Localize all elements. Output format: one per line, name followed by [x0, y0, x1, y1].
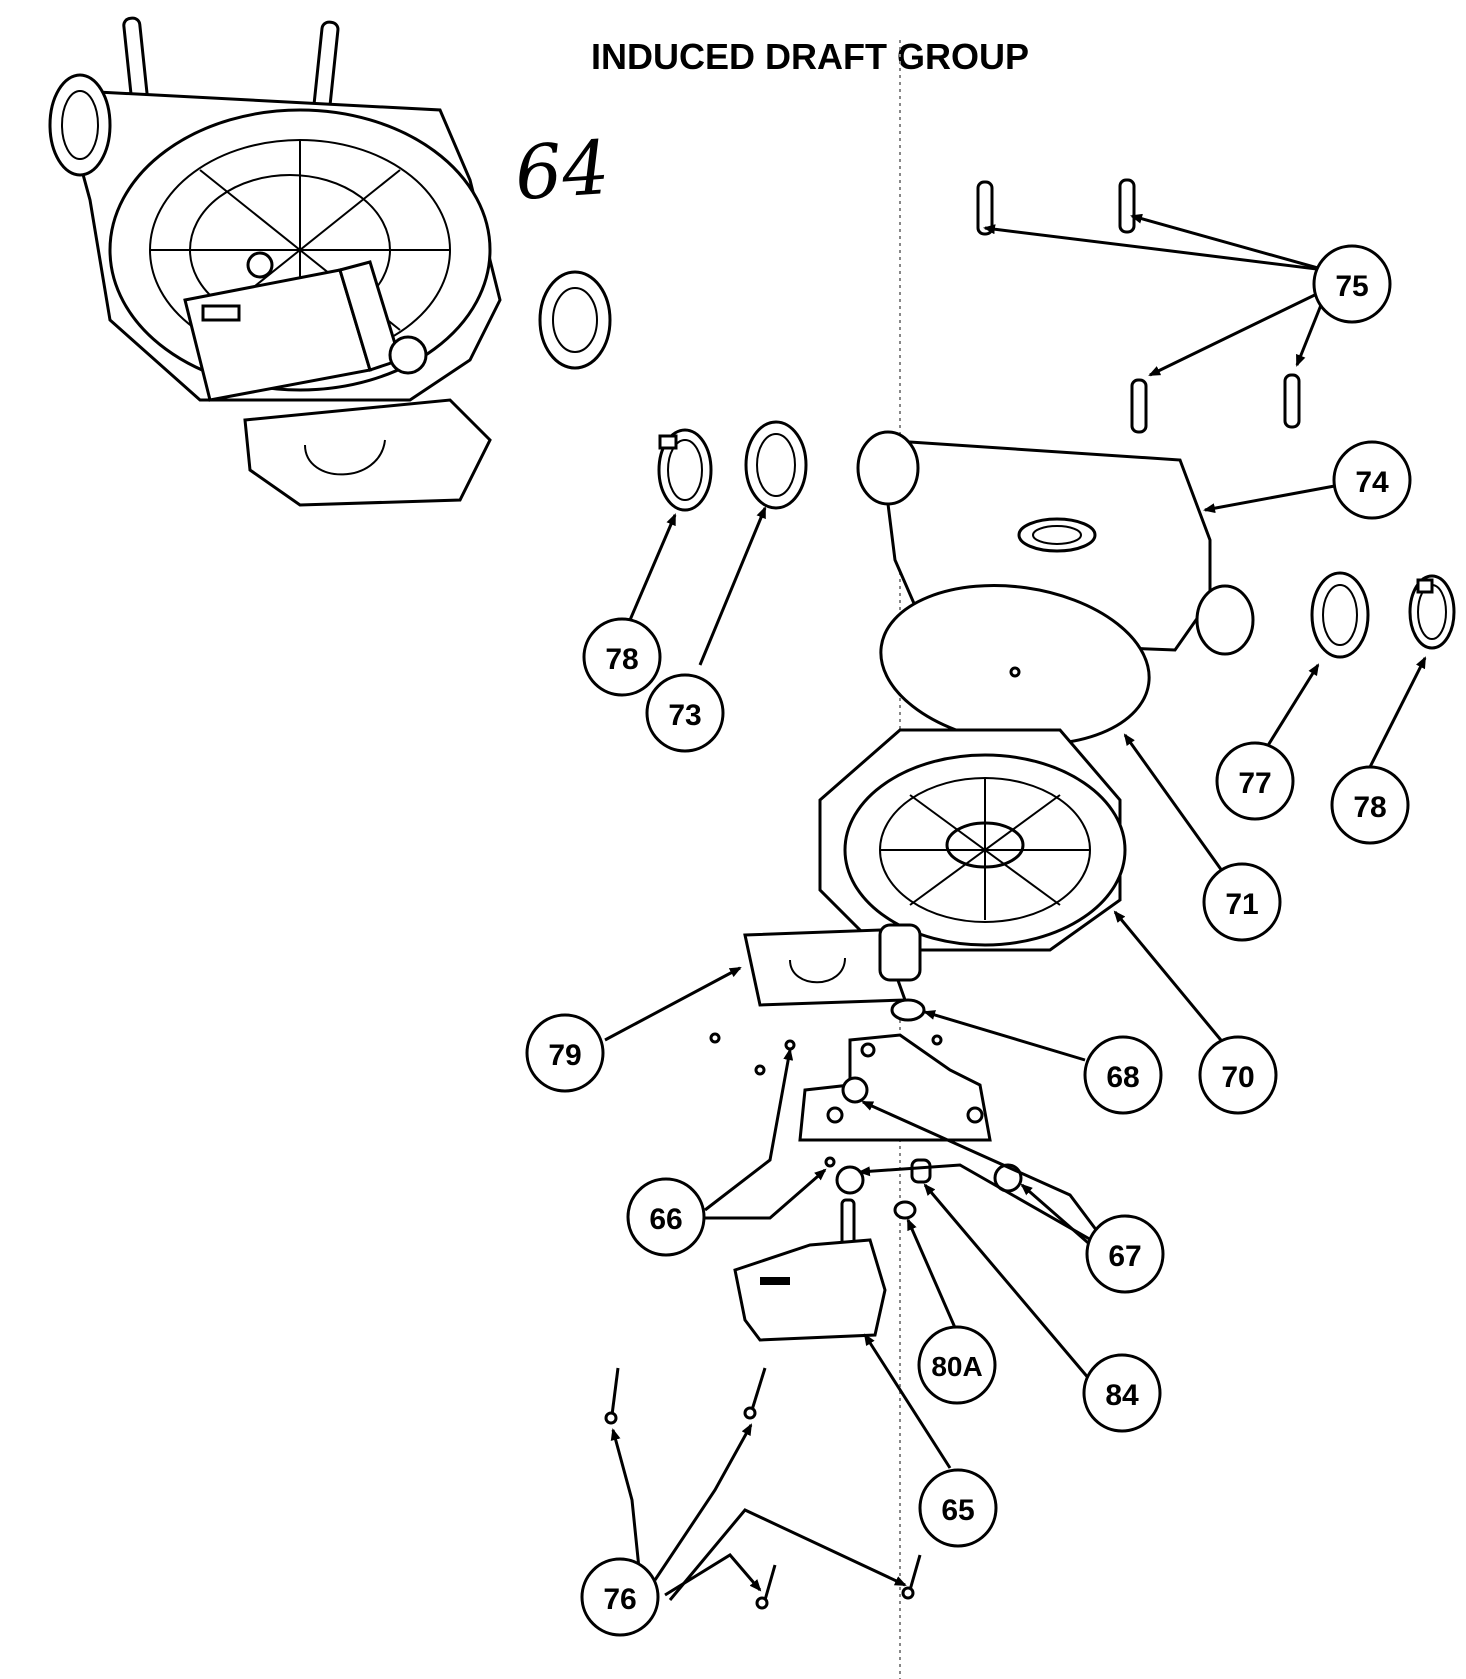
callout-77: 77 — [1215, 741, 1295, 821]
collar-73 — [744, 420, 808, 510]
grommet-67a — [835, 1165, 865, 1195]
clamp-78-right — [1408, 574, 1456, 650]
callout-70-label: 70 — [1221, 1061, 1254, 1094]
bracket-79 — [743, 923, 922, 1007]
callout-84-label: 84 — [1105, 1379, 1139, 1412]
screws-66 — [709, 1032, 943, 1168]
spacer-84 — [910, 1158, 932, 1184]
callout-67-label: 67 — [1108, 1240, 1141, 1273]
callout-66: 66 — [626, 1177, 706, 1257]
callout-78-right-label: 78 — [1353, 791, 1386, 824]
callout-79-label: 79 — [548, 1039, 581, 1072]
page-title: INDUCED DRAFT GROUP — [591, 36, 1029, 77]
callout-71-label: 71 — [1225, 888, 1258, 921]
nut-80A — [893, 1200, 917, 1220]
callout-66-label: 66 — [649, 1203, 682, 1236]
callout-80A-label: 80A — [931, 1351, 982, 1382]
mount-bracket — [798, 1033, 992, 1142]
callout-65: 65 — [918, 1468, 998, 1548]
wheel-housing-70 — [818, 728, 1127, 952]
callout-70: 70 — [1198, 1035, 1278, 1115]
callout-73-label: 73 — [668, 699, 701, 732]
callout-65-label: 65 — [941, 1494, 974, 1527]
callout-68-label: 68 — [1106, 1061, 1139, 1094]
callout-78-left-label: 78 — [605, 643, 638, 676]
assembled-blower-drawing — [48, 16, 612, 507]
callout-73: 73 — [645, 673, 725, 753]
callout-75-label: 75 — [1335, 270, 1368, 303]
callout-71: 71 — [1202, 862, 1282, 942]
callout-79: 79 — [525, 1013, 605, 1093]
callout-67: 67 — [1085, 1214, 1165, 1294]
callout-80A: 80A — [917, 1325, 997, 1405]
callout-74-label: 74 — [1355, 466, 1389, 499]
part-68 — [890, 998, 926, 1022]
collar-77 — [1310, 571, 1370, 659]
callout-74: 74 — [1332, 440, 1412, 520]
callout-76: 76 — [580, 1557, 660, 1637]
clamp-78-left — [657, 428, 713, 512]
callout-84: 84 — [1082, 1353, 1162, 1433]
callout-75: 75 — [1312, 244, 1392, 324]
callout-77-label: 77 — [1238, 767, 1271, 800]
screws-76 — [604, 1367, 922, 1610]
motor-65 — [733, 1198, 887, 1342]
callout-78-left: 78 — [582, 617, 662, 697]
callout-76-label: 76 — [603, 1583, 636, 1616]
callout-68: 68 — [1083, 1035, 1163, 1115]
callout-78-right: 78 — [1330, 765, 1410, 845]
